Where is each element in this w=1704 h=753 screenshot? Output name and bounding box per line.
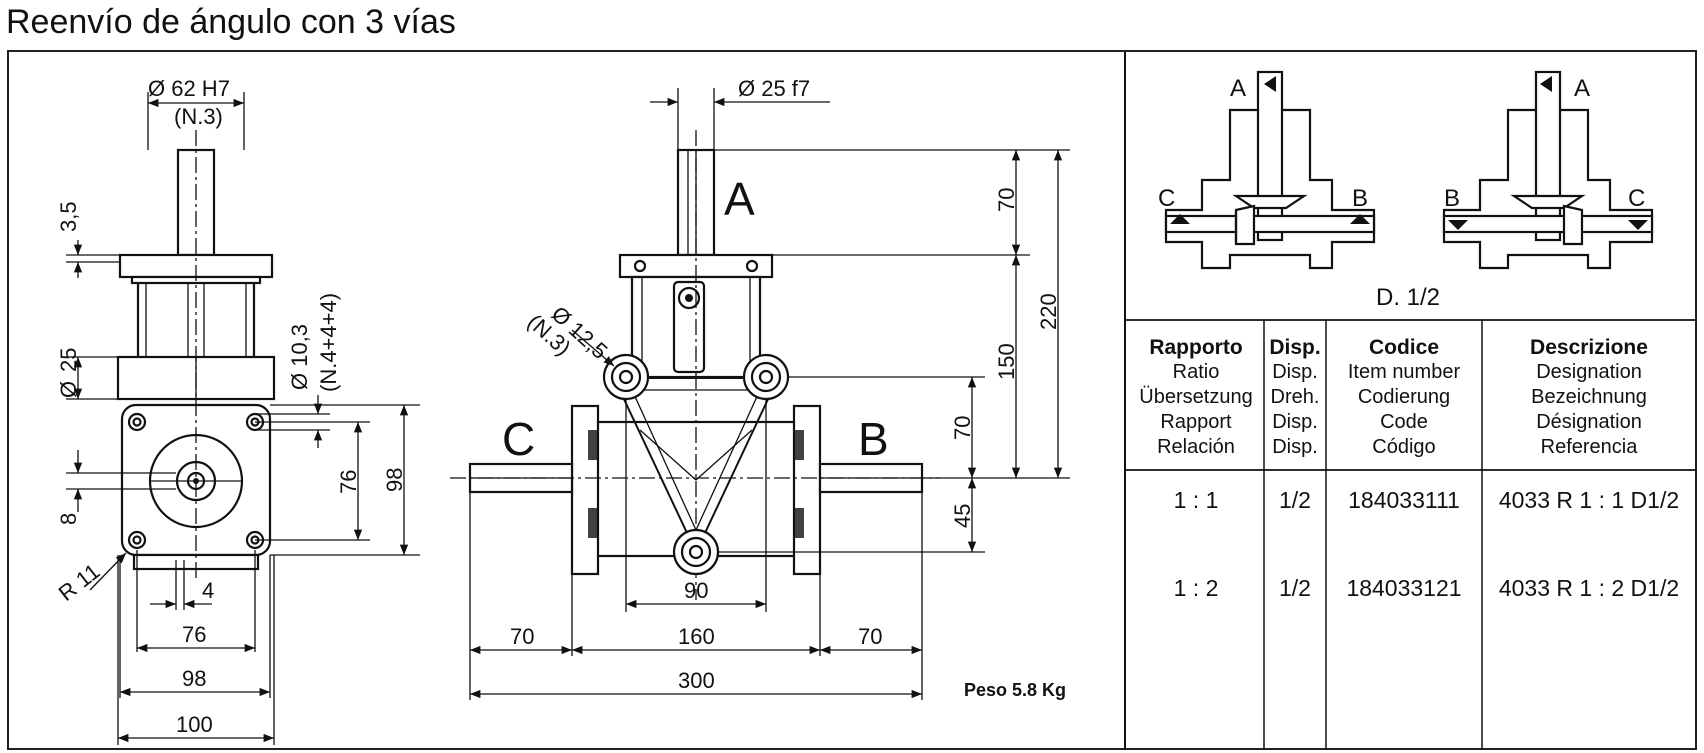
th-ratio-l4: Relación [1157,436,1235,458]
th-disp-l2: Dreh. [1271,386,1320,408]
cell-disp: 1/2 [1279,487,1311,513]
dim-dia: Ø [56,381,81,398]
cell-code: 184033111 [1348,487,1460,513]
cell-disp: 1/2 [1279,575,1311,601]
schem-left-right: B [1352,185,1368,212]
th-disp: Disp. [1269,336,1320,359]
th-code-l4: Código [1372,436,1435,458]
schematic-right: A B C [1442,70,1654,270]
th-code-l2: Codierung [1358,386,1450,408]
dim-w160: 160 [678,624,715,649]
dim-hole: Ø 10,3 [287,324,312,390]
weight-label: Peso 5.8 Kg [964,680,1066,700]
schem-left-left: C [1158,185,1175,212]
dim-76: 76 [182,622,206,647]
dim-h220: 220 [1036,293,1061,330]
th-disp-l3: Disp. [1272,411,1318,433]
port-c-label: C [502,413,535,465]
schem-right-left: B [1444,185,1460,212]
dim-98: 98 [182,666,206,691]
cell-code: 184033121 [1346,575,1461,601]
cell-ratio: 1 : 1 [1174,487,1219,513]
schematic-caption: D. 1/2 [1376,284,1440,311]
th-desc-l2: Bezeichnung [1531,386,1647,408]
port-a-label: A [724,173,755,225]
th-desc-l3: Désignation [1536,411,1642,433]
dim-w70r: 70 [858,624,882,649]
th-desc-l4: Referencia [1541,436,1639,458]
cell-ratio: 1 : 2 [1174,575,1219,601]
dim-w70l: 70 [510,624,534,649]
th-code-l3: Code [1380,411,1428,433]
side-view: Ø 62 H7 (N.3) 3,5 25 Ø 8 R 11 4 [54,76,420,745]
schematic-left: A C B [1158,70,1376,270]
dim-r11: R 11 [54,559,105,606]
schem-left-top: A [1230,75,1246,102]
th-code: Codice [1369,336,1439,359]
th-ratio-l2: Übersetzung [1139,386,1252,408]
schem-right-right: C [1628,185,1645,212]
dim-4: 4 [202,578,214,603]
cell-desc: 4033 R 1 : 2 D1/2 [1499,575,1679,601]
dim-h45: 45 [950,504,975,528]
th-ratio-l3: Rapport [1160,411,1232,433]
dim-v98: 98 [382,468,407,492]
drawing-frame [7,50,1697,750]
dim-v76: 76 [336,470,361,494]
dim-100: 100 [176,712,213,737]
th-disp-l4: Disp. [1272,436,1318,458]
dim-h150: 150 [994,343,1019,380]
dim-bore-note: (N.3) [174,104,223,129]
th-disp-l1: Disp. [1272,361,1318,383]
dim-25: 25 [56,348,81,372]
dim-8: 8 [56,513,81,525]
th-ratio: Rapporto [1149,336,1242,359]
th-desc-l1: Designation [1536,361,1642,383]
cell-desc: 4033 R 1 : 1 D1/2 [1499,487,1679,513]
port-b-label: B [858,413,889,465]
dim-hole-note: (N.4+4+4) [316,293,341,392]
dim-w300: 300 [678,668,715,693]
dim-w90: 90 [684,578,708,603]
dim-h70a: 70 [994,188,1019,212]
dim-h70b: 70 [950,416,975,440]
dim-3-5: 3,5 [56,201,81,232]
th-desc: Descrizione [1530,336,1648,359]
spec-table: Rapporto Ratio Übersetzung Rapport Relac… [1125,319,1697,750]
schem-right-top: A [1574,75,1590,102]
page-title: Reenvío de ángulo con 3 vías [6,3,456,41]
th-code-l1: Item number [1348,361,1461,383]
dim-shaft: Ø 25 f7 [738,76,810,101]
front-view: A C B Ø 25 f7 Ø 12,5 (N.3) 70 220 150 70… [450,76,1070,700]
th-ratio-l1: Ratio [1173,361,1220,383]
dim-bore: Ø 62 H7 [148,76,230,101]
